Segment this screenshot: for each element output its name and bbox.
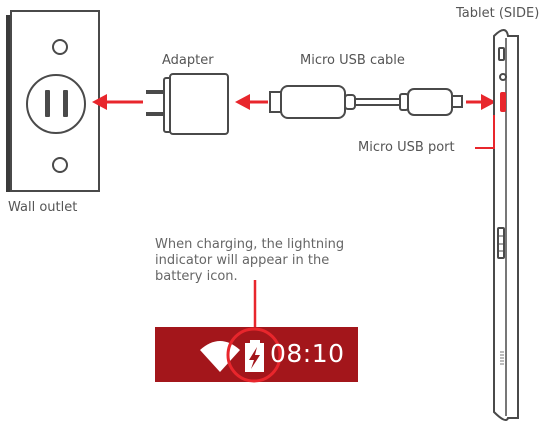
tablet-label: Tablet (SIDE)	[456, 6, 540, 21]
adapter-icon	[146, 73, 229, 135]
usb-cable-icon	[269, 85, 463, 119]
charging-battery-icon	[245, 340, 264, 372]
arrow-to-port	[466, 94, 496, 110]
arrow-to-outlet	[92, 94, 143, 110]
charging-note-line-2: indicator will appear in the	[155, 253, 330, 268]
adapter-label: Adapter	[162, 53, 214, 68]
charging-note: When charging, the lightning indicator w…	[155, 237, 344, 285]
wall-outlet-icon	[6, 10, 100, 192]
port-label: Micro USB port	[358, 140, 455, 155]
charging-note-line-3: battery icon.	[155, 269, 238, 284]
micro-usb-port-marker	[500, 92, 506, 112]
charging-note-line-1: When charging, the lightning	[155, 237, 345, 252]
battery-highlight-circle	[226, 327, 282, 383]
status-time: 08:10	[270, 339, 345, 368]
cable-label: Micro USB cable	[300, 53, 405, 68]
outlet-label: Wall outlet	[8, 200, 78, 215]
tablet-side-icon	[493, 29, 519, 421]
arrow-to-adapter	[235, 94, 268, 110]
port-leader-line	[475, 115, 495, 149]
